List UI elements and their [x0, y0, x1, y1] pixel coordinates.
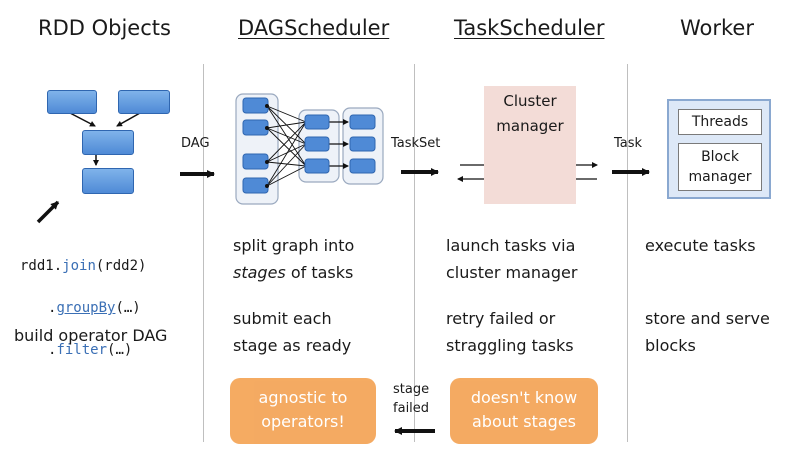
header-task-scheduler: TaskScheduler	[454, 16, 605, 40]
code-to-dag-arrow	[36, 200, 60, 224]
rdd-node	[82, 168, 134, 194]
dag-label: DAG	[181, 136, 210, 151]
header-rdd-objects: RDD Objects	[38, 16, 171, 40]
stage-node	[349, 158, 376, 174]
code-fn-filter: filter	[56, 342, 108, 358]
store-serve-text: store and serve blocks	[645, 309, 770, 355]
code-snippet: rdd1.join(rdd2) .groupBy(…) .filter(…)	[20, 235, 146, 382]
cluster-manager-line2: manager	[496, 117, 564, 135]
stage-node	[349, 136, 376, 152]
launch-tasks-text: launch tasks via cluster manager	[446, 236, 578, 282]
code-line-1: rdd1.join(rdd2)	[20, 258, 147, 274]
rdd-dag-edge	[69, 112, 96, 127]
rdd-dag-edge	[116, 112, 141, 127]
stage-node	[242, 177, 269, 194]
task-label: Task	[614, 136, 643, 151]
header-dag-scheduler: DAGScheduler	[238, 16, 390, 40]
threads-box: Threads	[678, 109, 762, 135]
separator-1	[203, 64, 204, 442]
code-line-3: .filter(…)	[48, 342, 133, 358]
rdd-node	[118, 90, 170, 114]
separator-3	[627, 64, 628, 442]
code-fn-groupby: groupBy	[56, 300, 116, 316]
stage-node	[304, 136, 330, 152]
stage-node	[242, 119, 269, 136]
submit-stage-text: submit each stage as ready	[233, 309, 352, 355]
execute-tasks-text: execute tasks	[645, 236, 756, 255]
taskset-label: TaskSet	[391, 136, 441, 151]
cluster-manager-box: Cluster manager	[484, 86, 576, 204]
code-line-2: .groupBy(…)	[48, 300, 141, 316]
block-manager-box: Block manager	[678, 143, 762, 191]
doesnt-know-callout: doesn't know about stages	[450, 378, 598, 444]
code-fn-join: join	[62, 258, 96, 274]
separator-2	[414, 64, 415, 442]
cluster-manager-line1: Cluster	[503, 92, 557, 110]
stage-node	[304, 114, 330, 130]
worker-box: Threads Block manager	[667, 99, 771, 199]
stage-failed-label: stage failed	[393, 382, 430, 416]
stage-node	[242, 153, 269, 170]
rdd-node	[82, 130, 134, 155]
agnostic-callout: agnostic to operators!	[230, 378, 376, 444]
stage-node	[304, 158, 330, 174]
retry-tasks-text: retry failed or straggling tasks	[446, 309, 574, 355]
split-graph-text: split graph into stages of tasks	[233, 236, 355, 282]
stage-node	[349, 114, 376, 130]
rdd-node	[47, 90, 97, 114]
header-worker: Worker	[680, 16, 754, 40]
build-dag-text: build operator DAG	[14, 326, 168, 345]
stage-node	[242, 97, 269, 114]
